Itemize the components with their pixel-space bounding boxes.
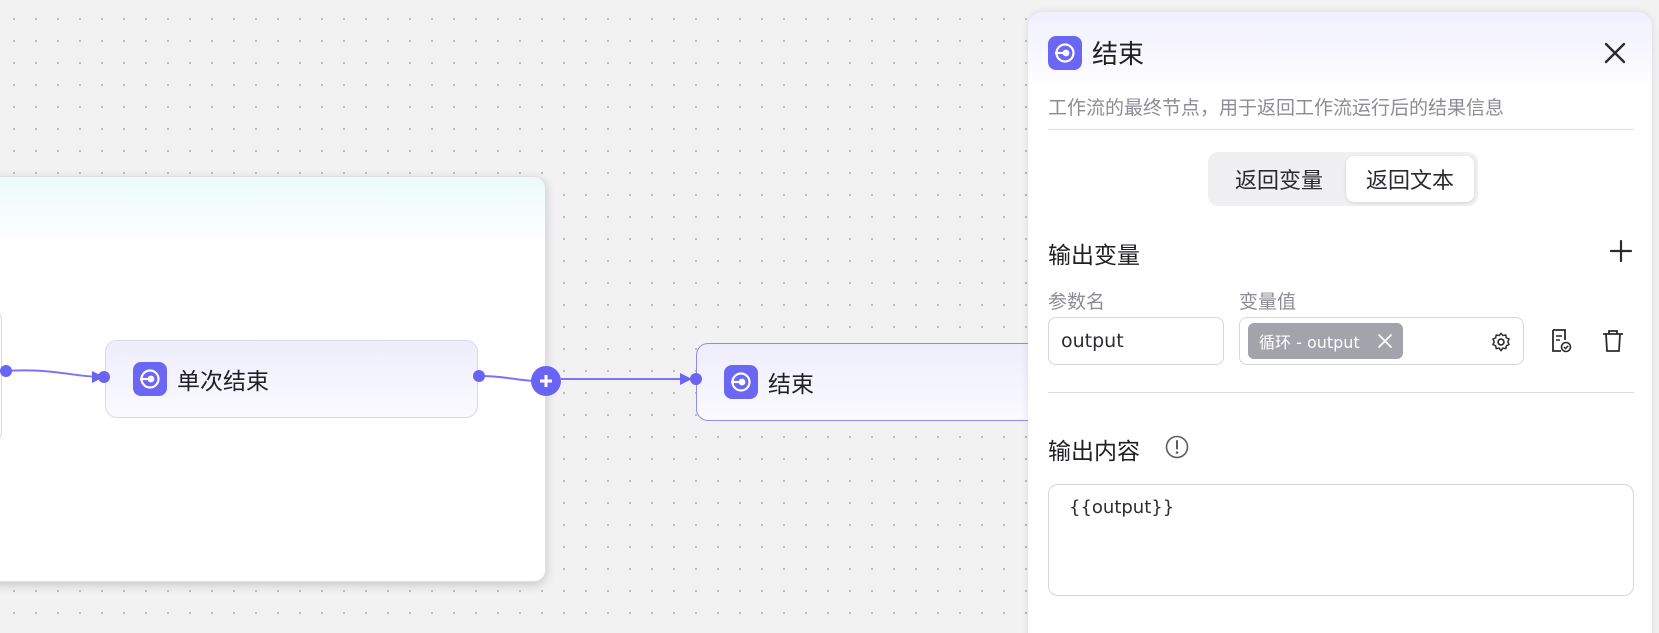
param-name-label: 参数名: [1048, 291, 1106, 313]
variable-value-label: 变量值: [1239, 291, 1297, 313]
add-node-button[interactable]: [531, 366, 561, 396]
variable-value-selector[interactable]: 循环 - output: [1239, 317, 1524, 365]
remove-tag-icon[interactable]: [1376, 332, 1394, 350]
divider: [1048, 129, 1634, 130]
end-node[interactable]: 结束: [696, 343, 1056, 421]
input-port[interactable]: [0, 365, 12, 377]
panel-header: 结束: [1048, 34, 1144, 71]
variable-tag-label: 循环 - output: [1259, 333, 1360, 352]
return-mode-toggle: 返回变量 返回文本: [1208, 152, 1478, 206]
end-node-icon: [724, 365, 758, 399]
plus-icon: [540, 375, 552, 387]
panel-description: 工作流的最终节点，用于返回工作流运行后的结果信息: [1048, 97, 1505, 119]
tab-return-text[interactable]: 返回文本: [1346, 156, 1474, 202]
output-content-title: 输出内容: [1048, 439, 1140, 465]
single-end-input-port[interactable]: [98, 371, 110, 383]
panel-title: 结束: [1092, 40, 1145, 70]
validate-doc-icon[interactable]: [1548, 328, 1574, 354]
end-node-icon: [1048, 35, 1082, 70]
add-variable-button[interactable]: [1608, 238, 1634, 264]
single-end-node[interactable]: 单次结束: [105, 340, 478, 418]
divider: [1048, 392, 1634, 393]
output-content-textarea[interactable]: {{output}}: [1048, 484, 1634, 596]
single-end-output-port[interactable]: [473, 370, 485, 382]
end-node-icon: [133, 362, 167, 396]
info-icon[interactable]: [1164, 434, 1190, 460]
single-end-node-title: 单次结束: [177, 369, 269, 395]
output-variables-title: 输出变量: [1048, 243, 1140, 269]
variable-tag: 循环 - output: [1248, 323, 1403, 359]
param-name-input[interactable]: [1048, 317, 1224, 365]
close-icon: [1604, 42, 1626, 64]
end-input-port[interactable]: [690, 373, 702, 385]
delete-icon[interactable]: [1600, 328, 1626, 354]
tab-return-variable[interactable]: 返回变量: [1234, 169, 1323, 194]
node-config-panel: 结束 工作流的最终节点，用于返回工作流运行后的结果信息 返回变量 返回文本 输出…: [1028, 12, 1652, 633]
gear-icon[interactable]: [1490, 331, 1512, 353]
end-node-title: 结束: [768, 372, 814, 398]
close-button[interactable]: [1598, 36, 1632, 70]
